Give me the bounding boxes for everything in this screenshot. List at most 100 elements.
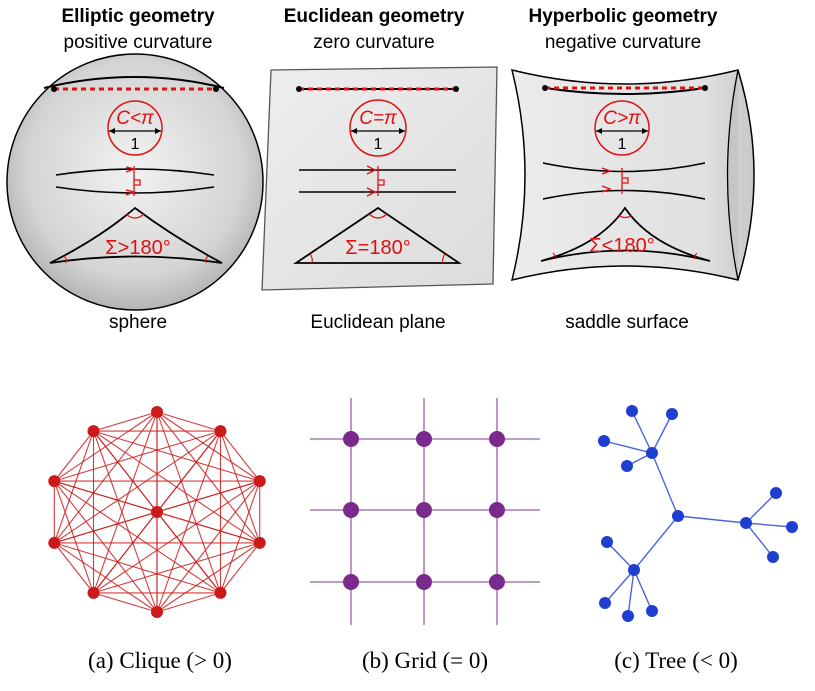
saddle-point-left bbox=[542, 85, 548, 91]
grid-node bbox=[343, 574, 359, 590]
plane-panel: C=π 1 Σ=180° bbox=[261, 66, 498, 291]
sphere-surface bbox=[6, 53, 264, 311]
saddle-point-right bbox=[702, 85, 708, 91]
clique-node bbox=[151, 406, 163, 418]
sphere-label: sphere bbox=[108, 312, 168, 333]
plane-point-left bbox=[296, 86, 302, 92]
clique-edge bbox=[93, 511, 158, 594]
saddle-right-angle bbox=[621, 168, 629, 194]
sphere-point-left bbox=[51, 86, 57, 92]
clique-edge bbox=[93, 430, 260, 482]
sphere-circ-label: C<π bbox=[116, 108, 155, 129]
sphere-triangle bbox=[49, 206, 223, 264]
hyperbolic-title: Hyperbolic geometry bbox=[528, 6, 718, 27]
tree-edge bbox=[627, 569, 635, 617]
clique-node bbox=[151, 506, 163, 518]
clique-edge bbox=[54, 430, 221, 482]
saddle-angle-label: Σ<180° bbox=[589, 235, 654, 257]
clique-edge bbox=[93, 430, 261, 544]
sphere-right-angle-mark bbox=[205, 255, 209, 264]
tree-edge bbox=[606, 541, 635, 571]
tree-edge bbox=[651, 452, 679, 517]
tree-node bbox=[628, 564, 640, 576]
clique-edge bbox=[53, 430, 94, 482]
clique-node bbox=[151, 606, 163, 618]
clique-edge bbox=[93, 592, 158, 613]
saddle-label: saddle surface bbox=[565, 312, 689, 333]
clique-edge bbox=[156, 411, 221, 432]
tree-node bbox=[646, 447, 658, 459]
plane-arrowheads bbox=[351, 128, 405, 134]
grid-node bbox=[343, 431, 359, 447]
tree-edge bbox=[745, 522, 774, 558]
clique-edge bbox=[156, 480, 260, 513]
saddle-right-angle-mark bbox=[694, 252, 698, 260]
tree-edge bbox=[745, 522, 793, 528]
grid-node bbox=[416, 502, 432, 518]
sphere-panel: C<π 1 Σ>180° bbox=[6, 53, 264, 311]
saddle-rim bbox=[726, 69, 739, 281]
sphere-arrowheads bbox=[109, 128, 161, 134]
sphere-geodesic bbox=[43, 76, 225, 89]
tree-node bbox=[598, 435, 610, 447]
clique-edge bbox=[54, 542, 221, 594]
clique-edge bbox=[156, 511, 221, 594]
clique-edge bbox=[54, 480, 158, 513]
clique-node bbox=[48, 475, 61, 488]
sphere-right-angle bbox=[133, 166, 141, 196]
tree-caption: (c) Tree (< 0) bbox=[614, 648, 738, 673]
clique-edge bbox=[220, 430, 261, 482]
hyperbolic-subtitle: negative curvature bbox=[544, 32, 702, 53]
plane-angle-label: Σ=180° bbox=[345, 237, 410, 259]
plane-apex-angle bbox=[368, 213, 388, 219]
grid-node bbox=[489, 574, 505, 590]
tree-node bbox=[621, 460, 633, 472]
grid-node bbox=[489, 431, 505, 447]
tree-node bbox=[626, 405, 638, 417]
plane-label: Euclidean plane bbox=[310, 312, 446, 333]
clique-edge bbox=[53, 542, 94, 594]
tree-node bbox=[646, 605, 658, 617]
clique-node bbox=[214, 425, 227, 438]
saddle-circ-label: C>π bbox=[603, 108, 642, 129]
tree-node bbox=[770, 487, 782, 499]
clique-edge bbox=[93, 542, 260, 594]
clique-edge bbox=[156, 430, 221, 513]
clique-edge bbox=[93, 430, 158, 513]
grid-node bbox=[489, 502, 505, 518]
clique-node bbox=[253, 536, 266, 549]
euclidean-title: Euclidean geometry bbox=[283, 6, 465, 27]
plane-surface bbox=[261, 66, 498, 291]
grid-graph bbox=[310, 398, 540, 625]
grid-node bbox=[416, 574, 432, 590]
elliptic-title: Elliptic geometry bbox=[61, 6, 215, 27]
plane-left-angle bbox=[309, 253, 313, 264]
saddle-geodesic bbox=[544, 87, 706, 95]
saddle-panel: C>π 1 Σ<180° bbox=[510, 68, 755, 282]
clique-node bbox=[48, 536, 61, 549]
tree-node bbox=[767, 551, 779, 563]
tree-node bbox=[599, 597, 611, 609]
clique-edge bbox=[156, 411, 261, 544]
saddle-radius-label: 1 bbox=[618, 136, 627, 153]
clique-node bbox=[253, 475, 266, 488]
sphere-circle bbox=[107, 100, 163, 156]
clique-node bbox=[87, 586, 100, 599]
saddle-circle bbox=[594, 100, 650, 156]
clique-edge bbox=[156, 592, 221, 613]
plane-right-angle-mark bbox=[442, 253, 446, 264]
saddle-parallel-1 bbox=[542, 162, 706, 173]
grid-node bbox=[343, 502, 359, 518]
euclidean-subtitle: zero curvature bbox=[313, 32, 435, 53]
plane-right-angle bbox=[377, 166, 385, 196]
saddle-left-angle bbox=[552, 252, 556, 260]
sphere-left-angle bbox=[63, 255, 67, 264]
plane-parallel-arrows bbox=[366, 165, 377, 197]
clique-graph bbox=[48, 406, 266, 618]
tree-node bbox=[672, 510, 684, 522]
saddle-parallel-2 bbox=[542, 189, 706, 200]
clique-edge bbox=[156, 480, 261, 613]
saddle-parallel-arrows bbox=[601, 167, 612, 193]
tree-edge bbox=[677, 515, 747, 524]
